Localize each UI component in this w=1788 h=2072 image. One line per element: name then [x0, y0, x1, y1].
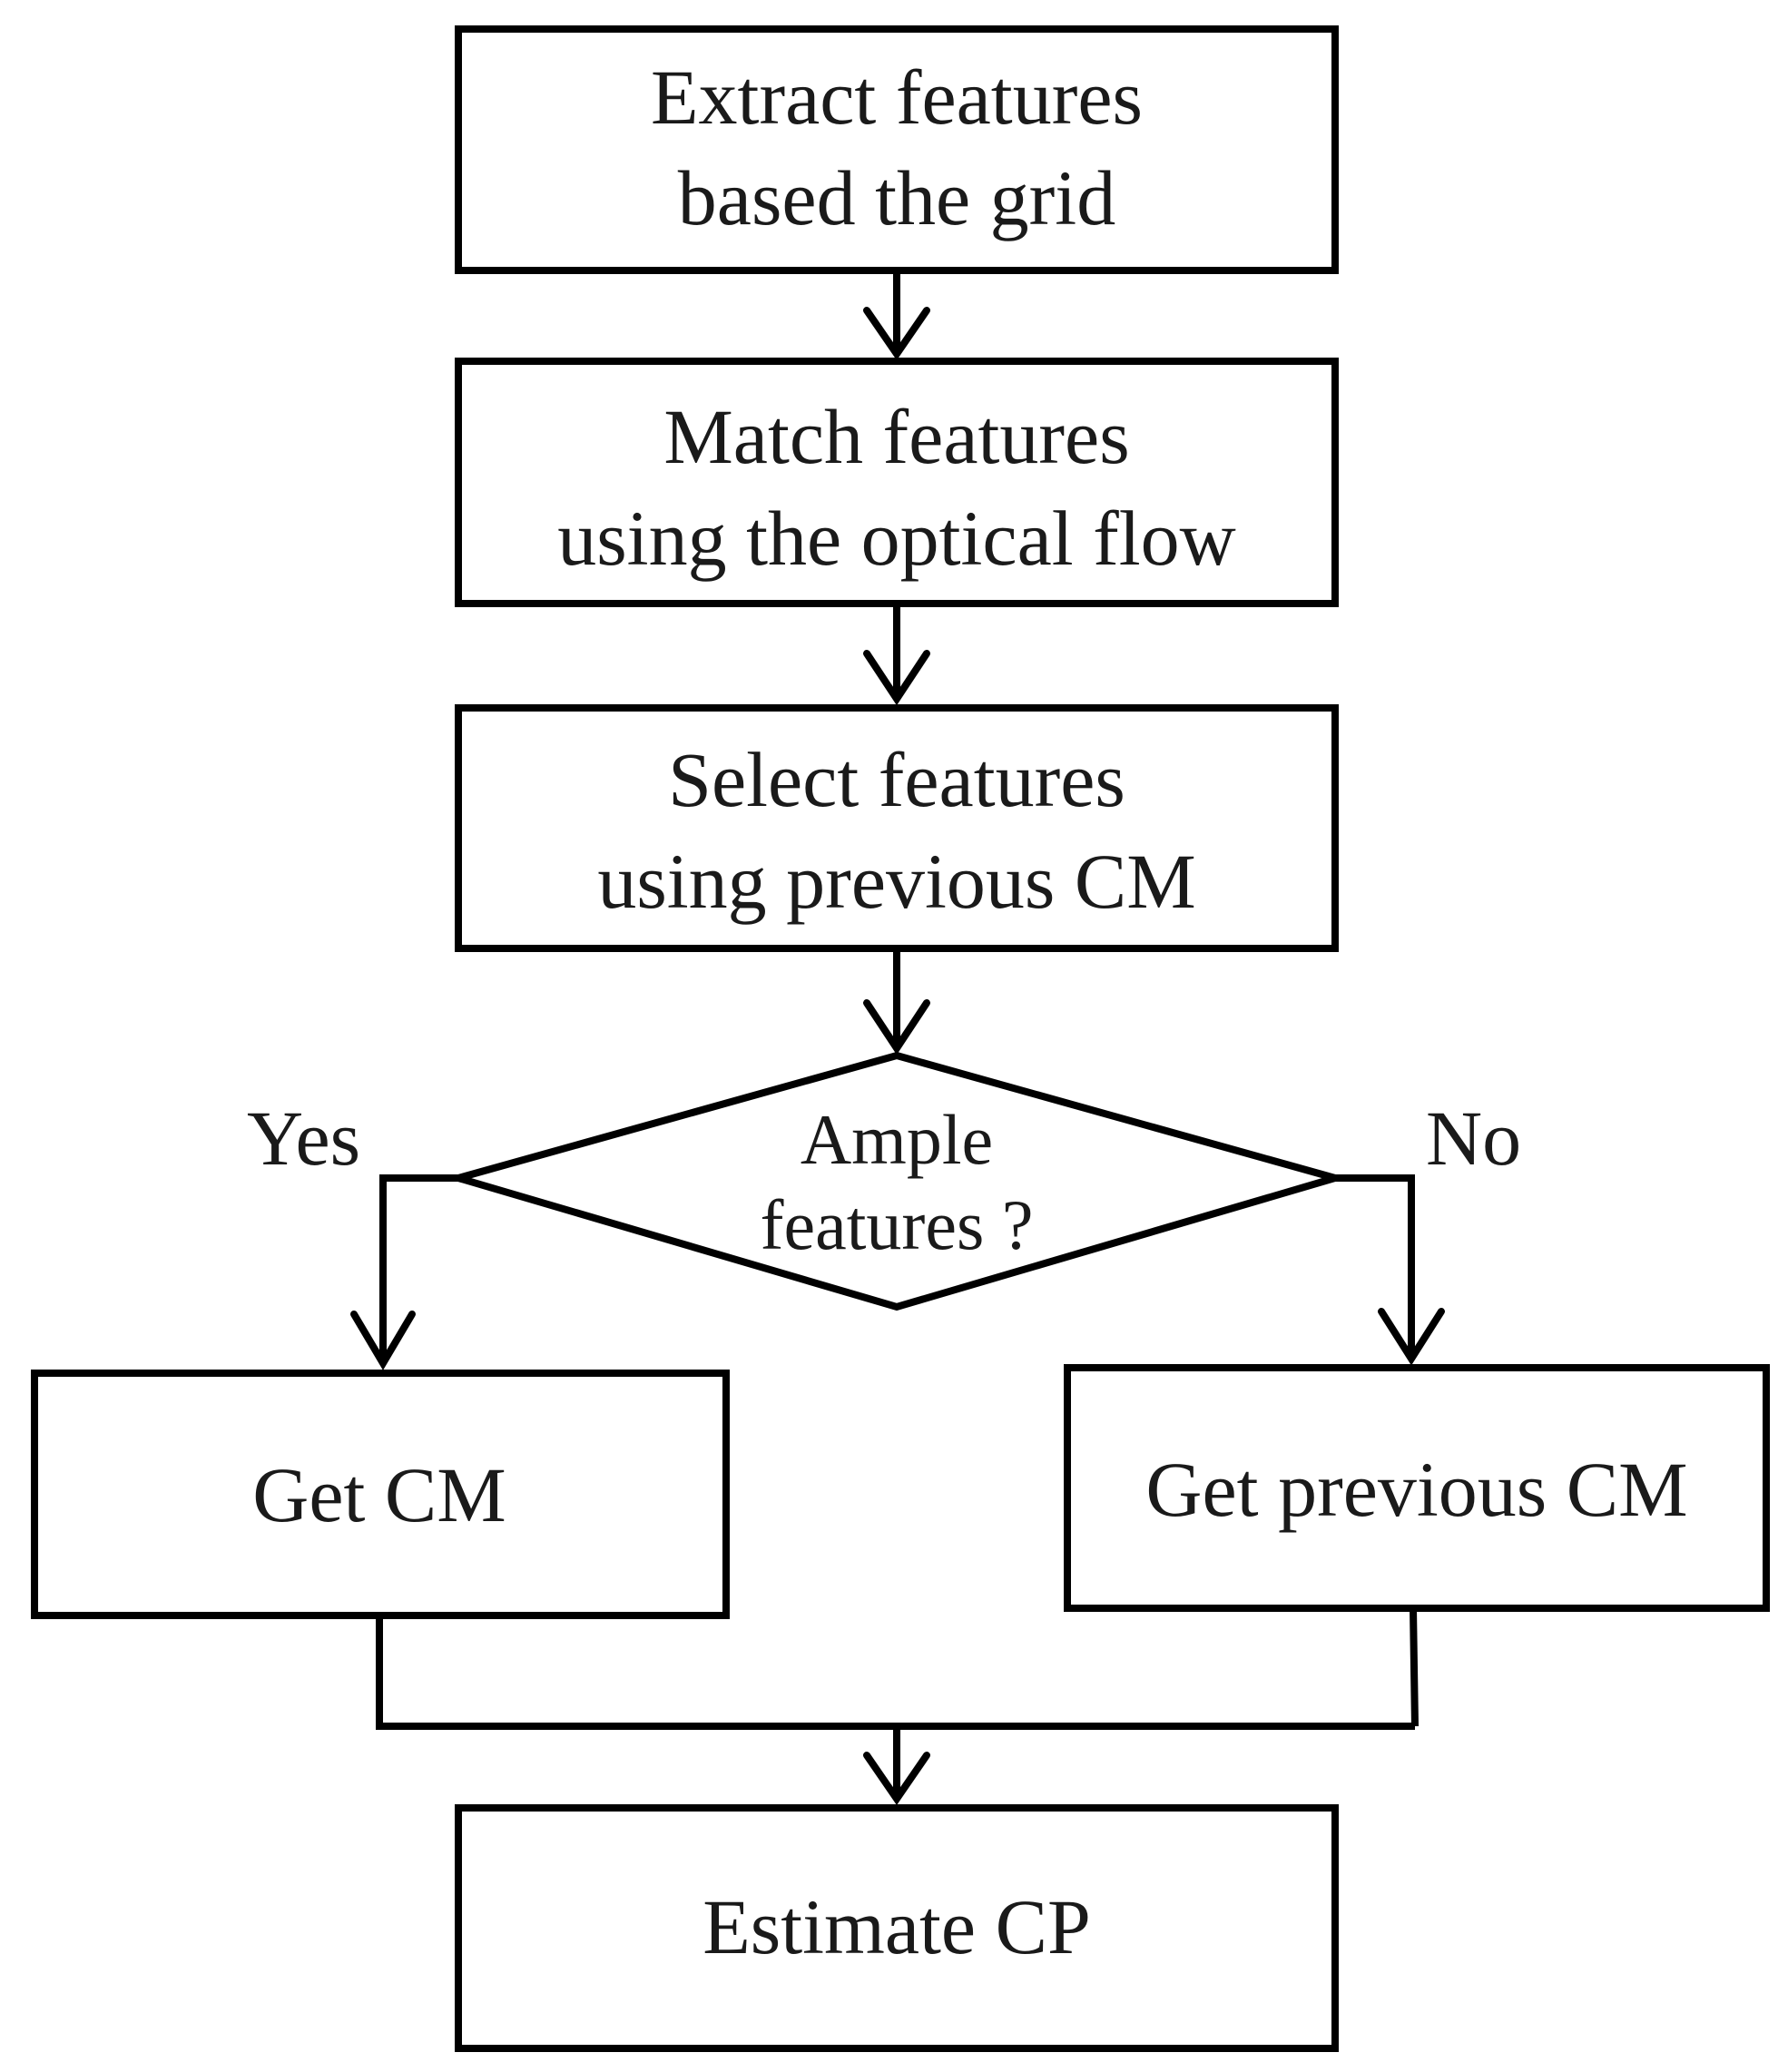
process-box-match-features: Match features using the optical flow: [455, 358, 1339, 607]
process-box-get-cm: Get CM: [31, 1370, 730, 1619]
decision-line-2: features ?: [761, 1185, 1034, 1264]
arrowhead-estimate: [863, 1752, 930, 1806]
merge-line-left: [376, 1615, 1415, 1730]
match-line-2: using the optical flow: [557, 495, 1236, 582]
process-box-select-features: Select features using previous CM: [455, 704, 1339, 952]
arrowhead-select: [863, 650, 930, 706]
get-previous-cm-label: Get previous CM: [1145, 1446, 1687, 1533]
estimate-cp-label: Estimate CP: [702, 1883, 1091, 1970]
decision-diamond-ample-features: Ample features ?: [445, 1051, 1349, 1311]
edge-label-no: No: [1426, 1095, 1521, 1182]
decision-line-1: Ample: [801, 1100, 993, 1179]
get-cm-label: Get CM: [252, 1451, 506, 1538]
arrowhead-decision: [863, 999, 930, 1056]
edge-label-yes: Yes: [247, 1095, 360, 1182]
arrow-yes-to-get-cm: [379, 1174, 458, 1363]
select-line-1: Select features: [668, 736, 1125, 823]
extract-line-2: based the grid: [678, 154, 1115, 241]
arrow-no-to-get-previous-cm: [1335, 1174, 1415, 1359]
select-line-2: using previous CM: [597, 838, 1195, 925]
arrowhead-get-cm: [350, 1311, 416, 1370]
match-line-1: Match features: [663, 393, 1129, 480]
process-box-estimate-cp: Estimate CP: [455, 1804, 1339, 2052]
process-box-get-previous-cm: Get previous CM: [1064, 1364, 1770, 1612]
connectors: [350, 270, 1445, 1806]
extract-line-1: Extract features: [651, 54, 1143, 141]
arrowhead-match: [863, 307, 930, 361]
merge-line-right: [1410, 1607, 1419, 1727]
arrowhead-get-previous-cm: [1378, 1308, 1445, 1366]
process-box-extract-features: Extract features based the grid: [455, 25, 1339, 274]
